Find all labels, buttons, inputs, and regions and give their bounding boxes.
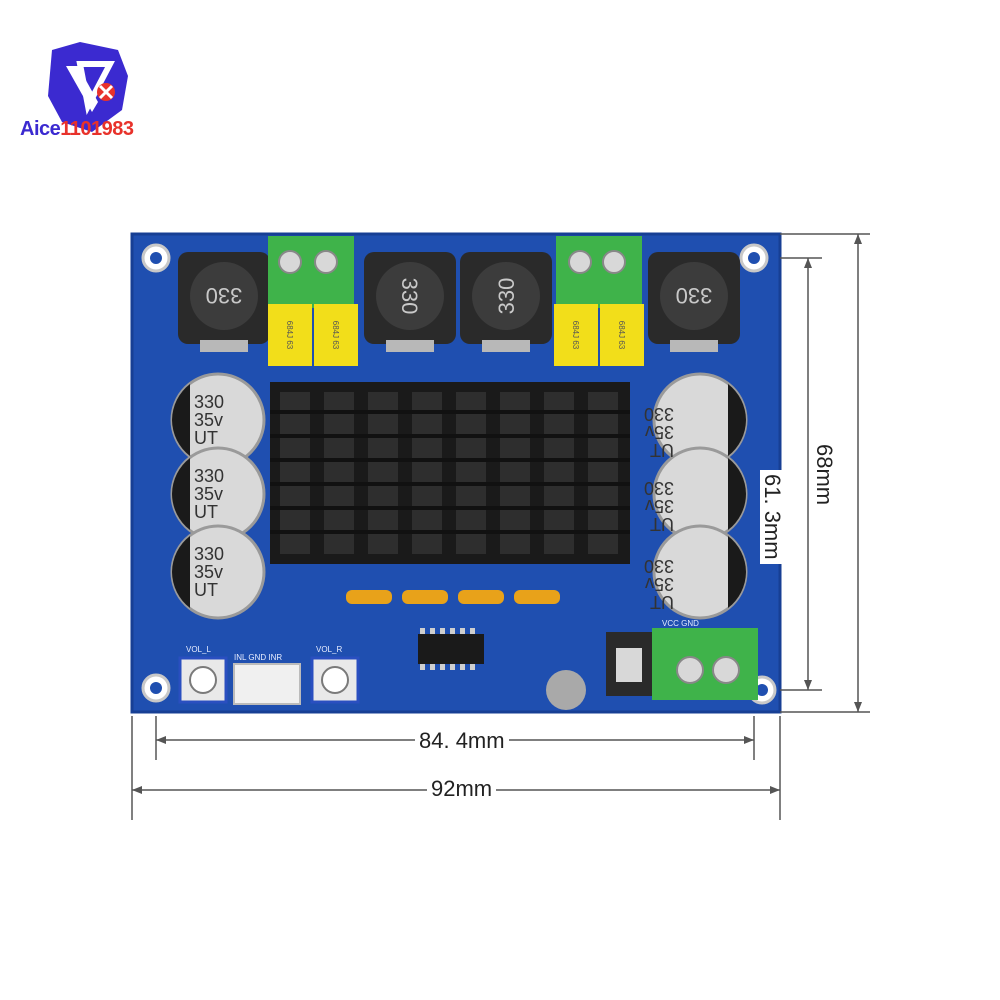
brand-name-prefix: Aice (20, 118, 61, 140)
cap-voltage: 35v (645, 574, 674, 594)
cap-brand: UT (650, 440, 674, 460)
inductor-label: 330 (397, 278, 422, 315)
film-cap-label: 684J 63 (285, 321, 294, 350)
cap-value: 330 (194, 466, 224, 486)
cap-brand: UT (194, 428, 218, 448)
dimension-outer-height: 68mm (812, 440, 837, 510)
cap-brand: UT (650, 592, 674, 612)
input-labels: INL GND INR (234, 653, 282, 662)
cap-voltage: 35v (194, 562, 223, 582)
cap-voltage: 35v (194, 410, 223, 430)
vol-r-label: VOL_R (316, 645, 342, 654)
brand-logo (22, 36, 154, 146)
volume-pot-left (178, 656, 228, 704)
small-capacitor (546, 670, 586, 710)
brand-name-suffix: 1101983 (60, 118, 134, 140)
heatsink (270, 382, 630, 564)
film-cap-label: 684J 63 (617, 321, 626, 350)
dimension-outer-width: 92mm (427, 777, 497, 801)
cap-voltage: 35v (645, 422, 674, 442)
film-cap-label: 684J 63 (571, 321, 580, 350)
inductor-label: 330 (494, 278, 519, 315)
brand-logo-icon (48, 42, 128, 132)
volume-pot-right (310, 656, 360, 704)
cap-voltage: 35v (645, 496, 674, 516)
dimension-inner-width: 84. 4mm (415, 729, 509, 753)
brand-name: Aice1101983 (20, 118, 134, 141)
dimension-inner-height: 61. 3mm (760, 470, 785, 564)
power-terminal (652, 628, 758, 700)
inductor-label: 330 (676, 283, 713, 308)
output-terminals (268, 236, 758, 700)
smd-leds (346, 590, 560, 604)
cap-brand: UT (194, 502, 218, 522)
cap-brand: UT (194, 580, 218, 600)
cap-voltage: 35v (194, 484, 223, 504)
film-cap-label: 684J 63 (331, 321, 340, 350)
cap-value: 330 (644, 404, 674, 424)
vol-l-label: VOL_L (186, 645, 211, 654)
cap-value: 330 (644, 478, 674, 498)
power-labels: VCC GND (662, 619, 699, 628)
inductor-label: 330 (206, 283, 243, 308)
cap-brand: UT (650, 514, 674, 534)
cap-value: 330 (194, 392, 224, 412)
film-capacitors (268, 304, 644, 366)
amp-chip (418, 634, 484, 664)
electrolytic-capacitors (170, 372, 748, 620)
inductors (178, 252, 740, 352)
cap-value: 330 (644, 556, 674, 576)
input-connector (233, 663, 301, 705)
cap-value: 330 (194, 544, 224, 564)
